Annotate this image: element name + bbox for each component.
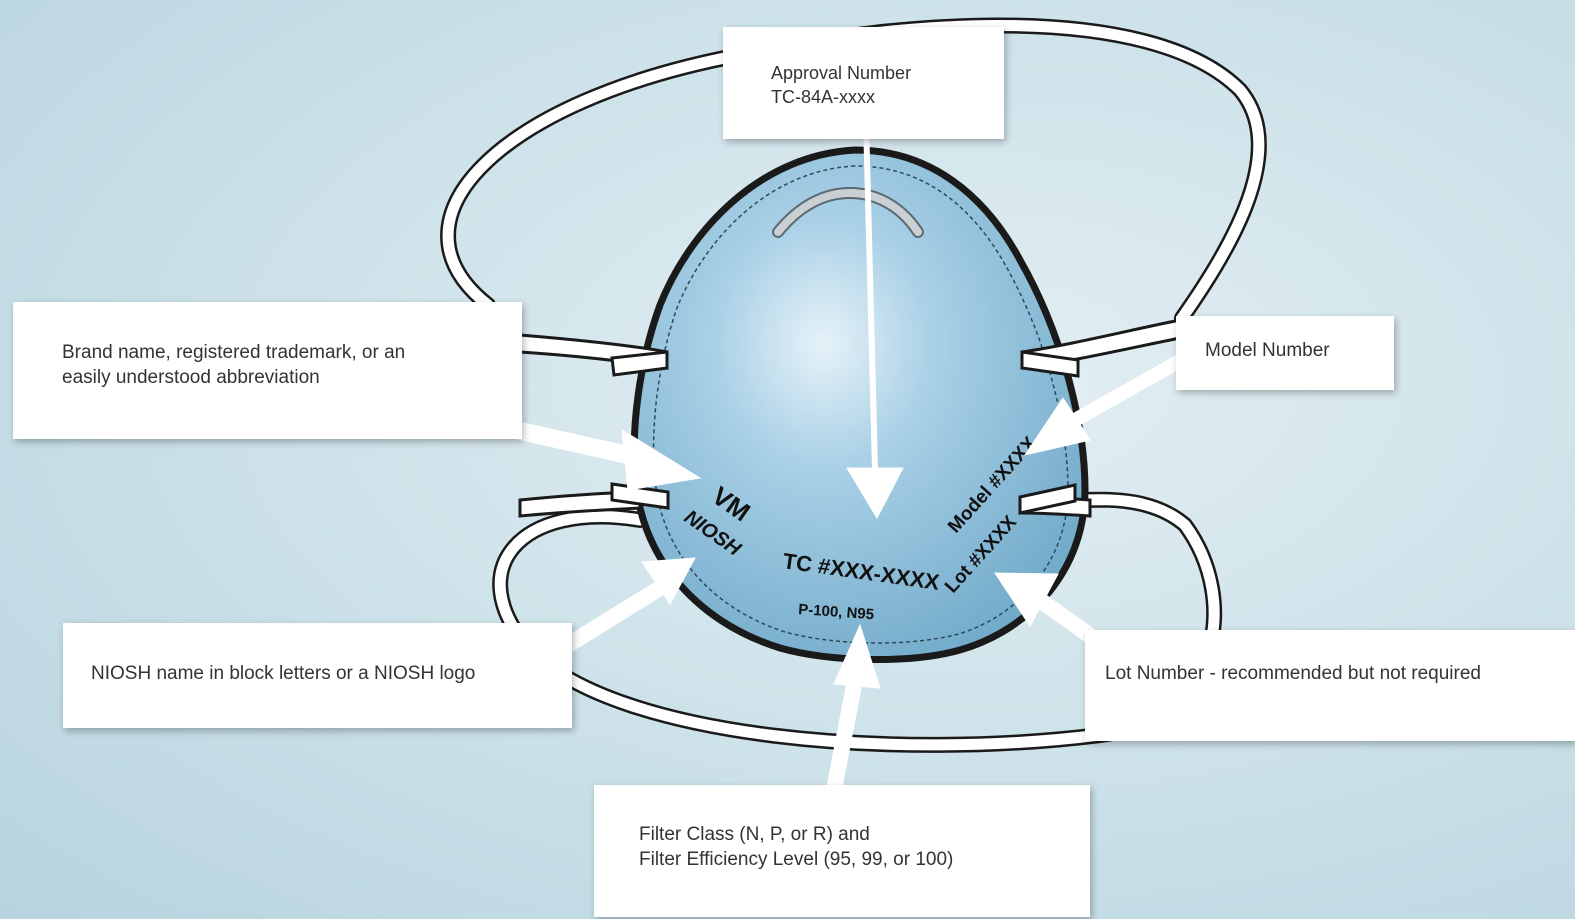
strap-tabs [518, 318, 1182, 518]
brand-line-1: Brand name, registered trademark, or an [62, 342, 406, 363]
arrow-filter [824, 623, 881, 802]
lot-label: Lot Number - recommended but not require… [1105, 663, 1481, 684]
callout-filter-class: Filter Class (N, P, or R) and Filter Eff… [594, 785, 1090, 917]
callout-brand-name: Brand name, registered trademark, or an … [13, 302, 522, 439]
arrow-model [1023, 351, 1189, 456]
callout-lot-number: Lot Number - recommended but not require… [1085, 630, 1575, 741]
filter-line-2: Filter Efficiency Level (95, 99, or 100) [639, 849, 954, 870]
arrow-niosh [555, 557, 696, 657]
callout-model-number: Model Number [1176, 316, 1394, 390]
bottom-neck-strap [492, 491, 1222, 753]
arrow-approval [846, 119, 904, 520]
callout-approval-number: Approval Number TC-84A-xxxx [723, 27, 1004, 139]
filter-line-1: Filter Class (N, P, or R) and [639, 824, 870, 845]
niosh-label: NIOSH name in block letters or a NIOSH l… [91, 663, 476, 684]
mask-filter-text: P-100, N95 [798, 601, 875, 623]
model-label: Model Number [1205, 340, 1330, 361]
approval-value: TC-84A-xxxx [771, 87, 876, 107]
brand-line-2: easily understood abbreviation [62, 367, 320, 388]
approval-label: Approval Number [771, 63, 912, 83]
callout-niosh: NIOSH name in block letters or a NIOSH l… [63, 623, 572, 728]
